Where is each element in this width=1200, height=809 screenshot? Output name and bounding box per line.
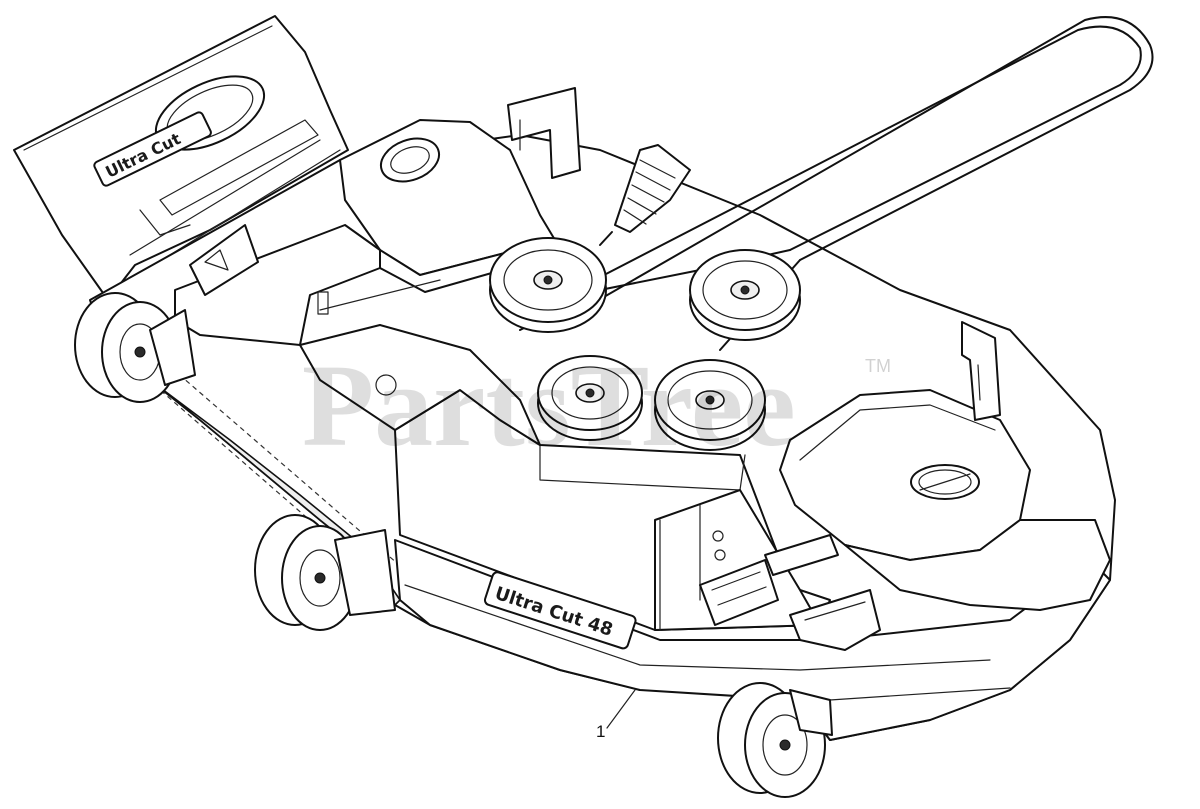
parts-tree-watermark: PartsTree TM bbox=[302, 340, 891, 471]
callout-number: 1 bbox=[596, 722, 605, 741]
wheel-rear-left bbox=[74, 292, 196, 403]
watermark-trademark: TM bbox=[865, 356, 891, 376]
pulley-right-lower bbox=[654, 359, 766, 451]
pulley-left-upper bbox=[489, 237, 607, 333]
watermark-text: PartsTree bbox=[302, 340, 796, 471]
wheel-front-right bbox=[717, 682, 833, 798]
idler-spring bbox=[599, 144, 691, 246]
right-belt-cover bbox=[779, 389, 1111, 611]
pulley-right-upper bbox=[689, 249, 801, 341]
pulley-left-lower bbox=[537, 355, 643, 441]
mount-brackets bbox=[507, 87, 1001, 421]
center-belt-cover bbox=[174, 119, 556, 446]
discharge-chute: Ultra Cut bbox=[13, 15, 349, 301]
part-callout-1[interactable]: 1 bbox=[596, 689, 636, 741]
wheel-mid-left bbox=[254, 514, 396, 631]
deck-decals-right bbox=[699, 530, 881, 651]
warning-decal-left bbox=[189, 224, 259, 296]
